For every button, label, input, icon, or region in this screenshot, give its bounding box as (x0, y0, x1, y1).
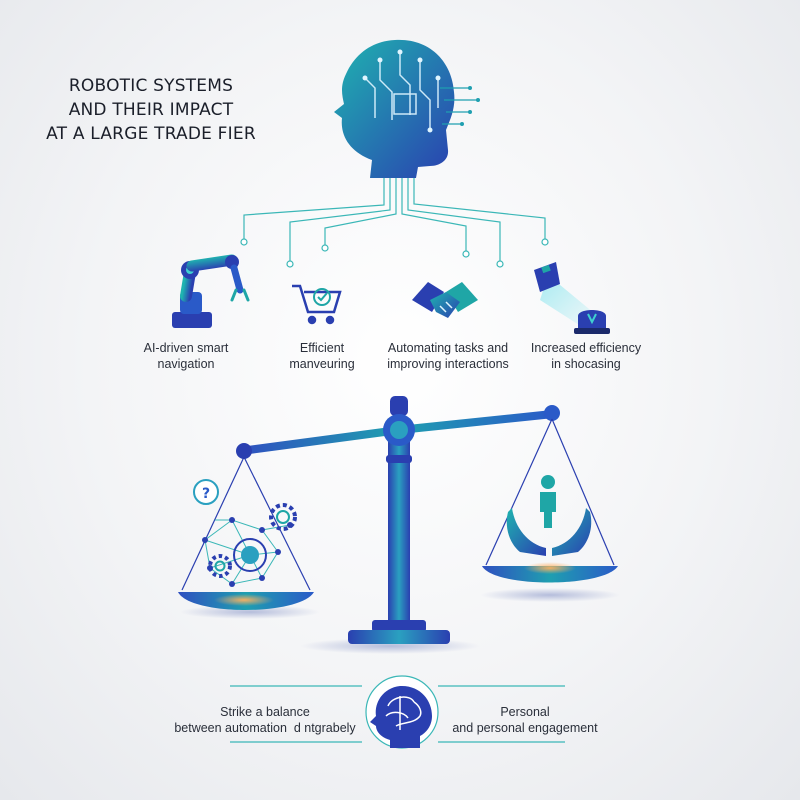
handshake-icon (412, 282, 478, 318)
feature-4-line-2: in shocasing (551, 357, 621, 371)
gear-icon (269, 503, 297, 531)
bottom-right-line-2: and personal engagement (452, 721, 598, 735)
title-line-2: AND THEIR IMPACT (68, 100, 234, 120)
question-icon: ? (193, 479, 219, 505)
bottom-left-line-2: between automation d ntgrabely (174, 721, 356, 735)
ai-head-icon (334, 39, 480, 178)
feature-2-line-2: manveuring (289, 357, 355, 371)
bottom-divider-lines (230, 685, 565, 743)
connector-lines (243, 178, 546, 262)
question-mark-text: ? (202, 486, 210, 502)
feature-caption-1: AI-driven smart navigation (126, 340, 246, 372)
feature-1-line-2: navigation (157, 357, 215, 371)
person-in-hands-icon (506, 475, 592, 556)
bottom-right-line-1: Personal (500, 705, 550, 719)
shopping-cart-icon (292, 284, 342, 325)
robot-arm-icon (172, 254, 250, 328)
bottom-left-line-1: Strike a balance (220, 705, 310, 719)
ai-network-icon (202, 503, 297, 587)
feature-3-line-2: improving interactions (387, 357, 509, 371)
feature-4-line-1: Increased efficiency (530, 341, 642, 355)
feature-2-line-1: Efficient (299, 341, 345, 355)
bottom-left-caption: Strike a balance between automation d nt… (150, 704, 380, 736)
title-line-1: ROBOTIC SYSTEMS (68, 76, 234, 96)
title-line-3: AT A LARGE TRADE FIER (46, 124, 256, 144)
bottom-right-caption: Personal and personal engagement (445, 704, 605, 736)
feature-caption-4: Increased efficiency in shocasing (516, 340, 656, 372)
feature-caption-2: Efficient manveuring (262, 340, 382, 372)
brain-head-icon (365, 675, 439, 749)
page-title: ROBOTIC SYSTEMS AND THEIR IMPACT AT A LA… (20, 74, 282, 146)
feature-1-line-1: AI-driven smart (143, 341, 229, 355)
gear-icon (208, 554, 232, 578)
feature-3-line-1: Automating tasks and (387, 341, 509, 355)
feature-caption-3: Automating tasks and improving interacti… (378, 340, 518, 372)
spotlight-icon (534, 262, 610, 334)
balance-scale (178, 396, 620, 654)
